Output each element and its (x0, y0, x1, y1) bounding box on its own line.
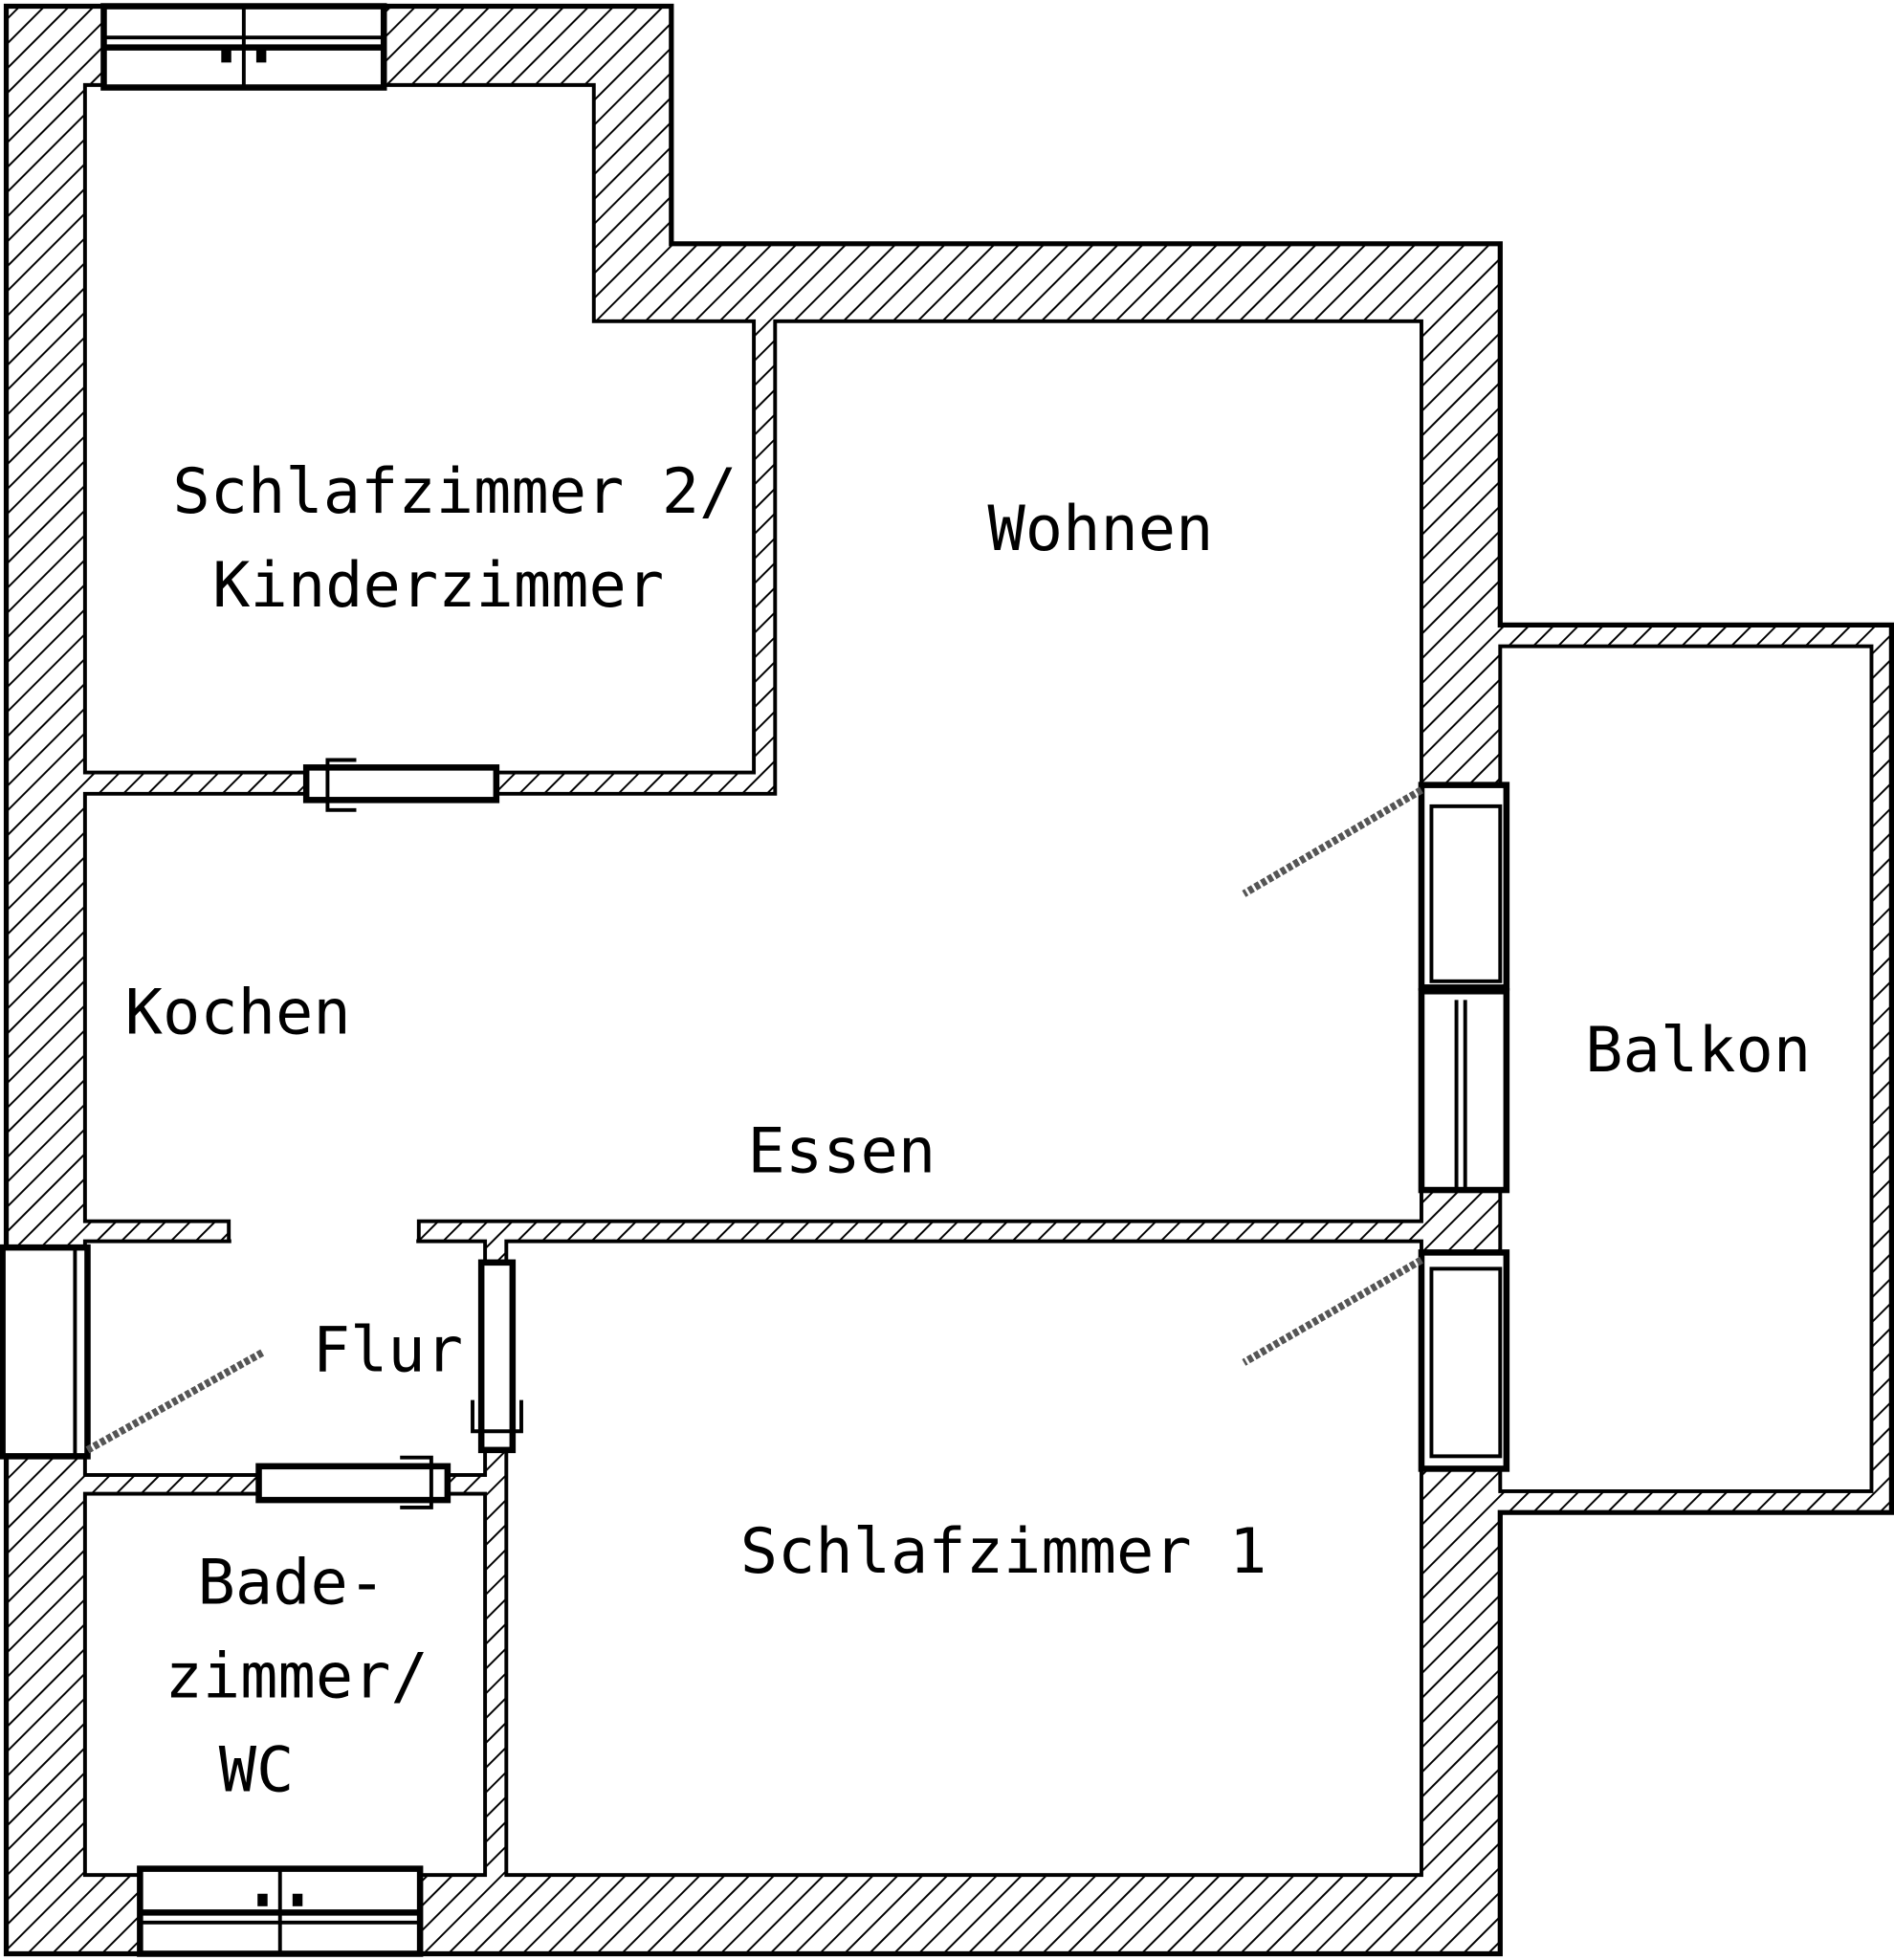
room-living-kitchen-dining (82, 319, 1423, 1244)
window-left-hallway (0, 1244, 91, 1460)
arrow-living (1242, 786, 1423, 897)
label-bath-line3: WC (219, 1734, 295, 1807)
sliding-door-bedroom-1 (471, 1259, 523, 1454)
room-bedroom-2 (82, 82, 757, 775)
window-top (100, 3, 387, 91)
label-bedroom-2-line2: Kinderzimmer (212, 549, 664, 622)
hallway-opening (231, 1219, 417, 1246)
sliding-door-bedroom-2 (302, 758, 500, 812)
arrow-bedroom-1 (1242, 1256, 1423, 1366)
balcony-door-middle (1418, 987, 1510, 1194)
label-living: Wohnen (987, 493, 1213, 565)
room-balcony (1498, 644, 1874, 1493)
balcony-door-lower (1418, 1249, 1510, 1472)
label-bedroom-1: Schlafzimmer 1 (740, 1515, 1267, 1588)
label-hallway: Flur (313, 1314, 463, 1387)
arrow-hallway (85, 1349, 265, 1454)
label-balcony: Balkon (1585, 1014, 1811, 1087)
label-kitchen: Kochen (125, 977, 351, 1049)
label-bedroom-2-line1: Schlafzimmer 2/ (172, 455, 737, 528)
label-bath-line1: Bade- (197, 1547, 385, 1619)
label-dining: Essen (748, 1115, 936, 1188)
window-bottom (137, 1865, 424, 1957)
sliding-door-bathroom (255, 1455, 451, 1509)
room-bathroom (82, 1491, 488, 1878)
label-bath-line2: zimmer/ (165, 1641, 429, 1713)
balcony-door-upper (1418, 782, 1510, 991)
